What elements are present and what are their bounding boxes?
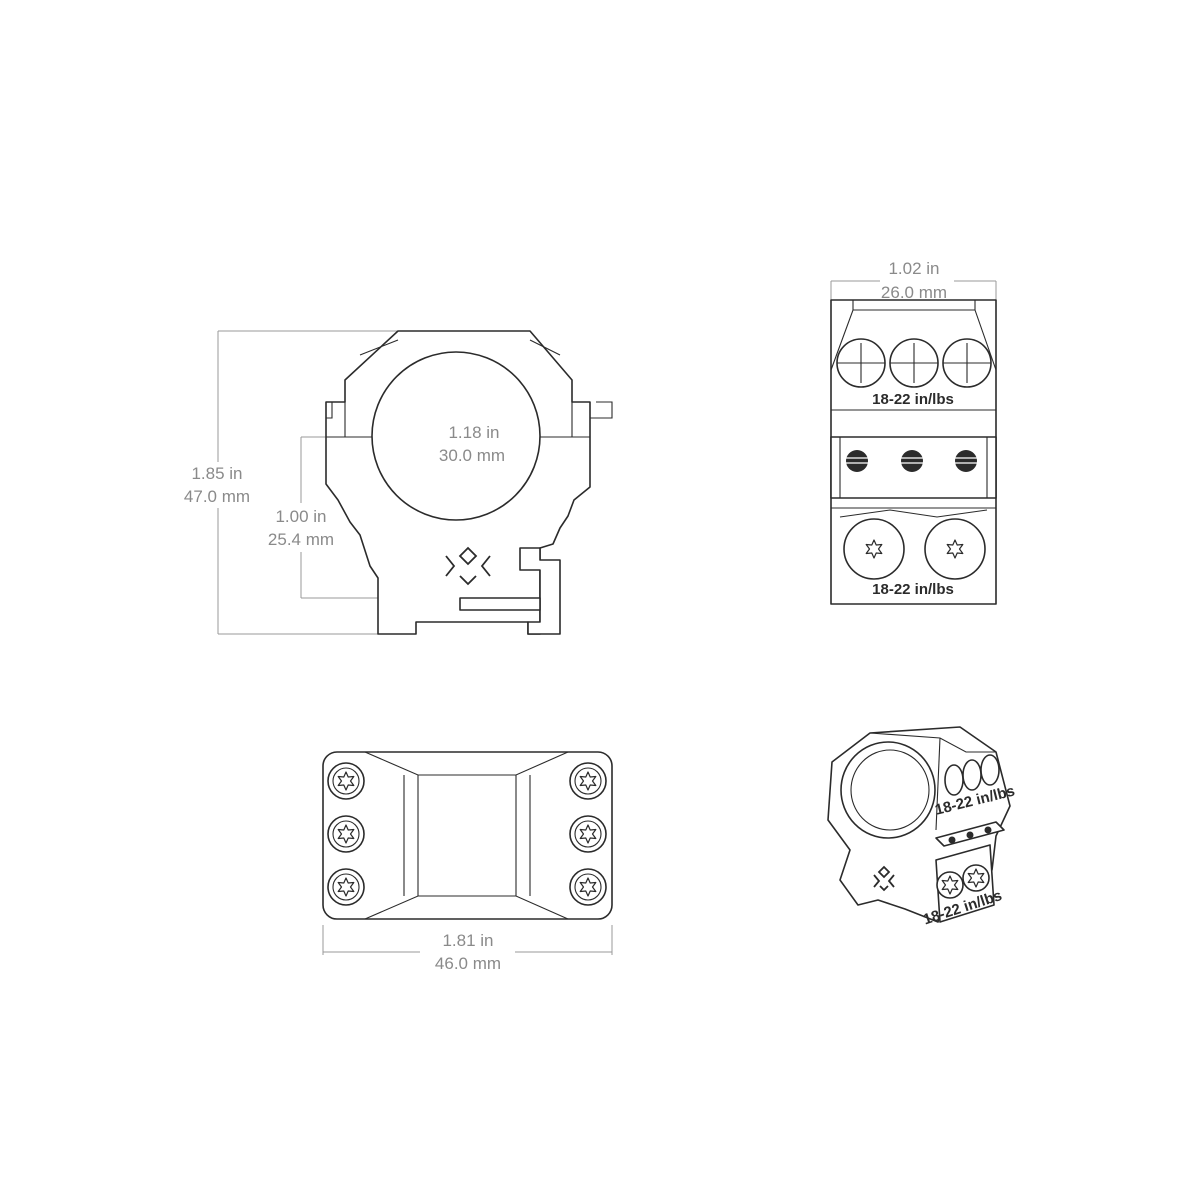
cap-screw-holes bbox=[836, 338, 992, 388]
base-screws bbox=[327, 762, 607, 906]
center-height-mm-label: 25.4 mm bbox=[268, 530, 334, 549]
clamp-screws bbox=[843, 518, 986, 580]
top-view: 1.81 in 46.0 mm bbox=[322, 751, 613, 973]
torque-label-top: 18-22 in/lbs bbox=[872, 391, 954, 408]
ring-bore bbox=[371, 351, 541, 521]
length-in-label: 1.81 in bbox=[442, 931, 493, 950]
ring-diameter-in-label: 1.18 in bbox=[448, 423, 499, 442]
height-dimension-lines bbox=[217, 330, 420, 635]
side-view: 18-22 in/lbs 18-22 in/lbs 1.02 in 26.0 m… bbox=[830, 259, 997, 605]
iso-brand-logo-icon bbox=[873, 865, 895, 892]
iso-clamp-screws bbox=[936, 864, 990, 899]
ring-diameter-mm-label: 30.0 mm bbox=[439, 446, 505, 465]
height-mm-label: 47.0 mm bbox=[184, 487, 250, 506]
isometric-view: 18-22 in/lbs 18-22 in/lbs bbox=[827, 726, 1017, 928]
brand-logo-icon bbox=[445, 546, 491, 586]
center-height-in-label: 1.00 in bbox=[275, 507, 326, 526]
iso-cap-screw-holes bbox=[944, 754, 1000, 796]
width-in-label: 1.02 in bbox=[888, 259, 939, 278]
height-in-label: 1.85 in bbox=[191, 464, 242, 483]
width-mm-label: 26.0 mm bbox=[881, 283, 947, 302]
torque-label-bottom: 18-22 in/lbs bbox=[872, 581, 954, 598]
length-dimension-lines bbox=[322, 925, 613, 955]
length-mm-label: 46.0 mm bbox=[435, 954, 501, 973]
cross-screw-heads bbox=[846, 450, 977, 472]
front-view: 1.85 in 47.0 mm 1.00 in 25.4 mm 1.18 in … bbox=[184, 330, 613, 635]
